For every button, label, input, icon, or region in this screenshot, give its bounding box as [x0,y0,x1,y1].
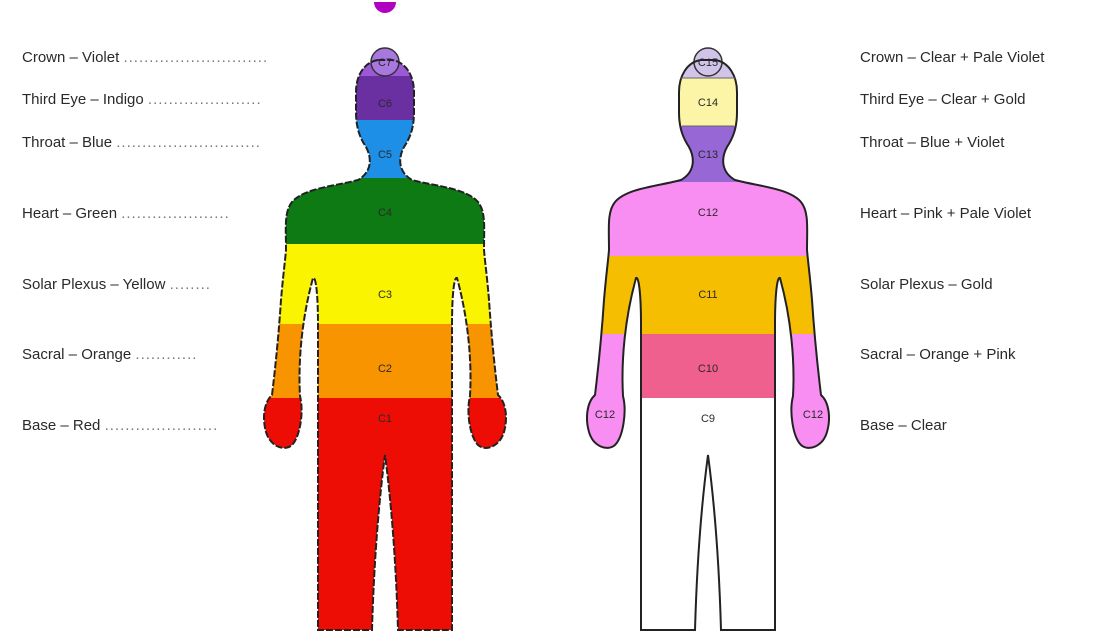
left-label-heart: Heart – Green ..................... [22,205,230,223]
left-figure-bands [250,40,530,635]
left-label-crown: Crown – Violet .........................… [22,49,268,67]
code-c12-left-hand: C12 [595,409,615,421]
left-label-solar-plexus: Solar Plexus – Yellow ........ [22,276,211,294]
band-sacral [250,324,530,398]
code-c12: C12 [698,207,718,219]
right-label-crown: Crown – Clear + Pale Violet [860,49,1044,67]
right-figure-bands [570,40,850,635]
code-c12-right-hand: C12 [803,409,823,421]
code-c2: C2 [378,363,392,375]
right-label-throat: Throat – Blue + Violet [860,134,1004,152]
right-label-solar-plexus: Solar Plexus – Gold [860,276,993,294]
right-label-third-eye: Third Eye – Clear + Gold [860,91,1026,109]
left-label-base: Base – Red ...................... [22,417,218,435]
code-c15: C15 [698,57,718,69]
code-c7: C7 [378,57,392,69]
top-dot [374,2,396,13]
code-c1: C1 [378,413,392,425]
code-c5: C5 [378,149,392,161]
code-c14: C14 [698,97,718,109]
code-c11: C11 [698,289,717,301]
right-label-heart: Heart – Pink + Pale Violet [860,205,1031,223]
code-c6: C6 [378,98,392,110]
band-solar-plexus [250,244,530,324]
code-c9: C9 [701,413,715,425]
right-label-sacral: Sacral – Orange + Pink [860,346,1016,364]
code-c3: C3 [378,289,392,301]
code-c13: C13 [698,149,718,161]
band-base [250,398,530,635]
left-label-throat: Throat – Blue ..........................… [22,134,261,152]
right-label-base: Base – Clear [860,417,947,435]
left-label-third-eye: Third Eye – Indigo .....................… [22,91,262,109]
code-c10: C10 [698,363,718,375]
code-c4: C4 [378,207,392,219]
band-r-base [638,398,782,635]
left-label-sacral: Sacral – Orange ............ [22,346,197,364]
